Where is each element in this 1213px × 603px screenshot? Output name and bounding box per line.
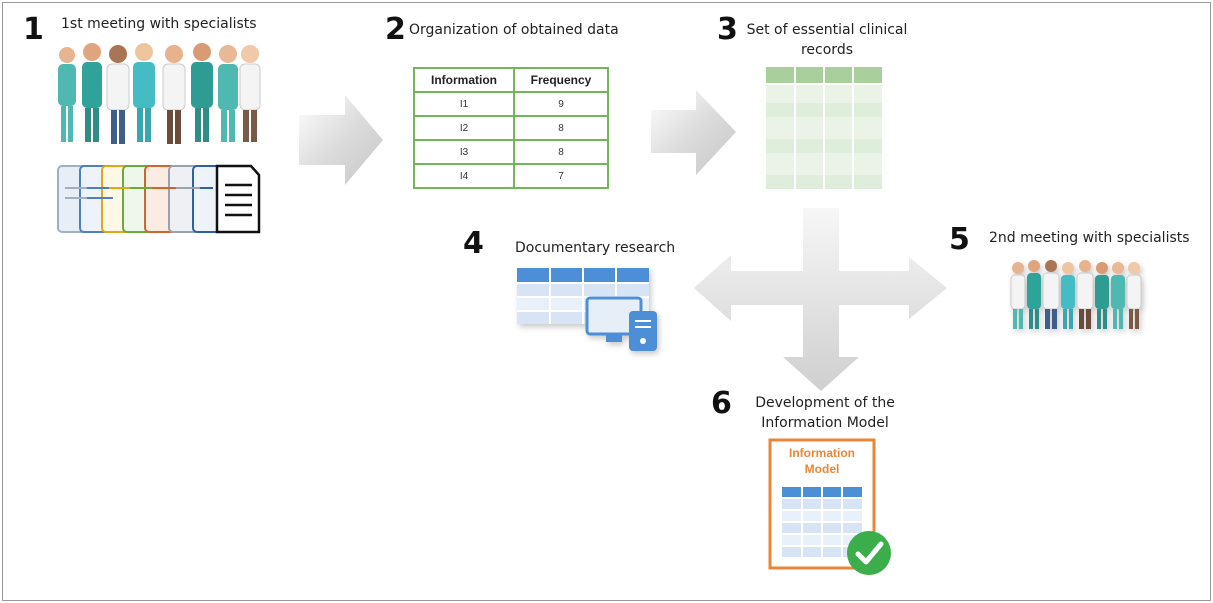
step-6-label-line-1: Development of the (755, 395, 895, 411)
cell-information: I3 (413, 139, 515, 165)
checkmark-icon (847, 531, 891, 575)
information-model-title-line-2: Model (804, 462, 840, 476)
step-3-label: Set of essential clinical records (739, 20, 915, 60)
cell-frequency: 9 (513, 91, 609, 117)
table-header-row: Information Frequency (413, 67, 609, 93)
header-information: Information (413, 67, 515, 93)
step-1-number: 1 (23, 12, 44, 47)
step-6-number: 6 (711, 386, 732, 421)
step-4-number: 4 (463, 226, 484, 261)
step-1-label: 1st meeting with specialists (61, 16, 257, 32)
frequency-table: Information Frequency I1 9 I2 8 I3 8 I4 … (413, 67, 609, 189)
step-6-label-line-2: Information Model (761, 415, 889, 431)
table-row: I2 8 (413, 115, 609, 141)
step-2-label: Organization of obtained data (409, 22, 619, 38)
cell-information: I2 (413, 115, 515, 141)
step-3-number: 3 (717, 12, 738, 47)
table-row: I1 9 (413, 91, 609, 117)
cell-frequency: 8 (513, 139, 609, 165)
cell-frequency: 8 (513, 115, 609, 141)
step-6-label: Development of the Information Model (739, 393, 911, 433)
four-way-arrow (694, 208, 947, 391)
diagram-drawing (57, 43, 1142, 575)
table-computer-icon (517, 268, 657, 351)
arrow-step2-to-step3 (651, 90, 736, 175)
document-stack-icon (57, 164, 261, 234)
information-model-title: Information Model (770, 445, 874, 481)
step-2-number: 2 (385, 12, 406, 47)
step-5-label: 2nd meeting with specialists (989, 230, 1190, 246)
header-frequency: Frequency (513, 67, 609, 93)
step-4-label: Documentary research (515, 240, 676, 256)
table-row: I3 8 (413, 139, 609, 165)
table-row: I4 7 (413, 163, 609, 189)
step-3-label-line-1: Set of essential clinical (746, 22, 908, 38)
medical-staff-group-small-icon (1010, 260, 1142, 329)
step-5-number: 5 (949, 222, 970, 257)
cell-frequency: 7 (513, 163, 609, 189)
cell-information: I1 (413, 91, 515, 117)
step-3-label-line-2: records (800, 42, 853, 58)
arrow-step1-to-step2 (299, 95, 383, 185)
cell-information: I4 (413, 163, 515, 189)
information-model-title-line-1: Information (789, 446, 855, 460)
clinical-records-grid-icon (766, 67, 882, 189)
medical-staff-group-icon (58, 43, 261, 144)
